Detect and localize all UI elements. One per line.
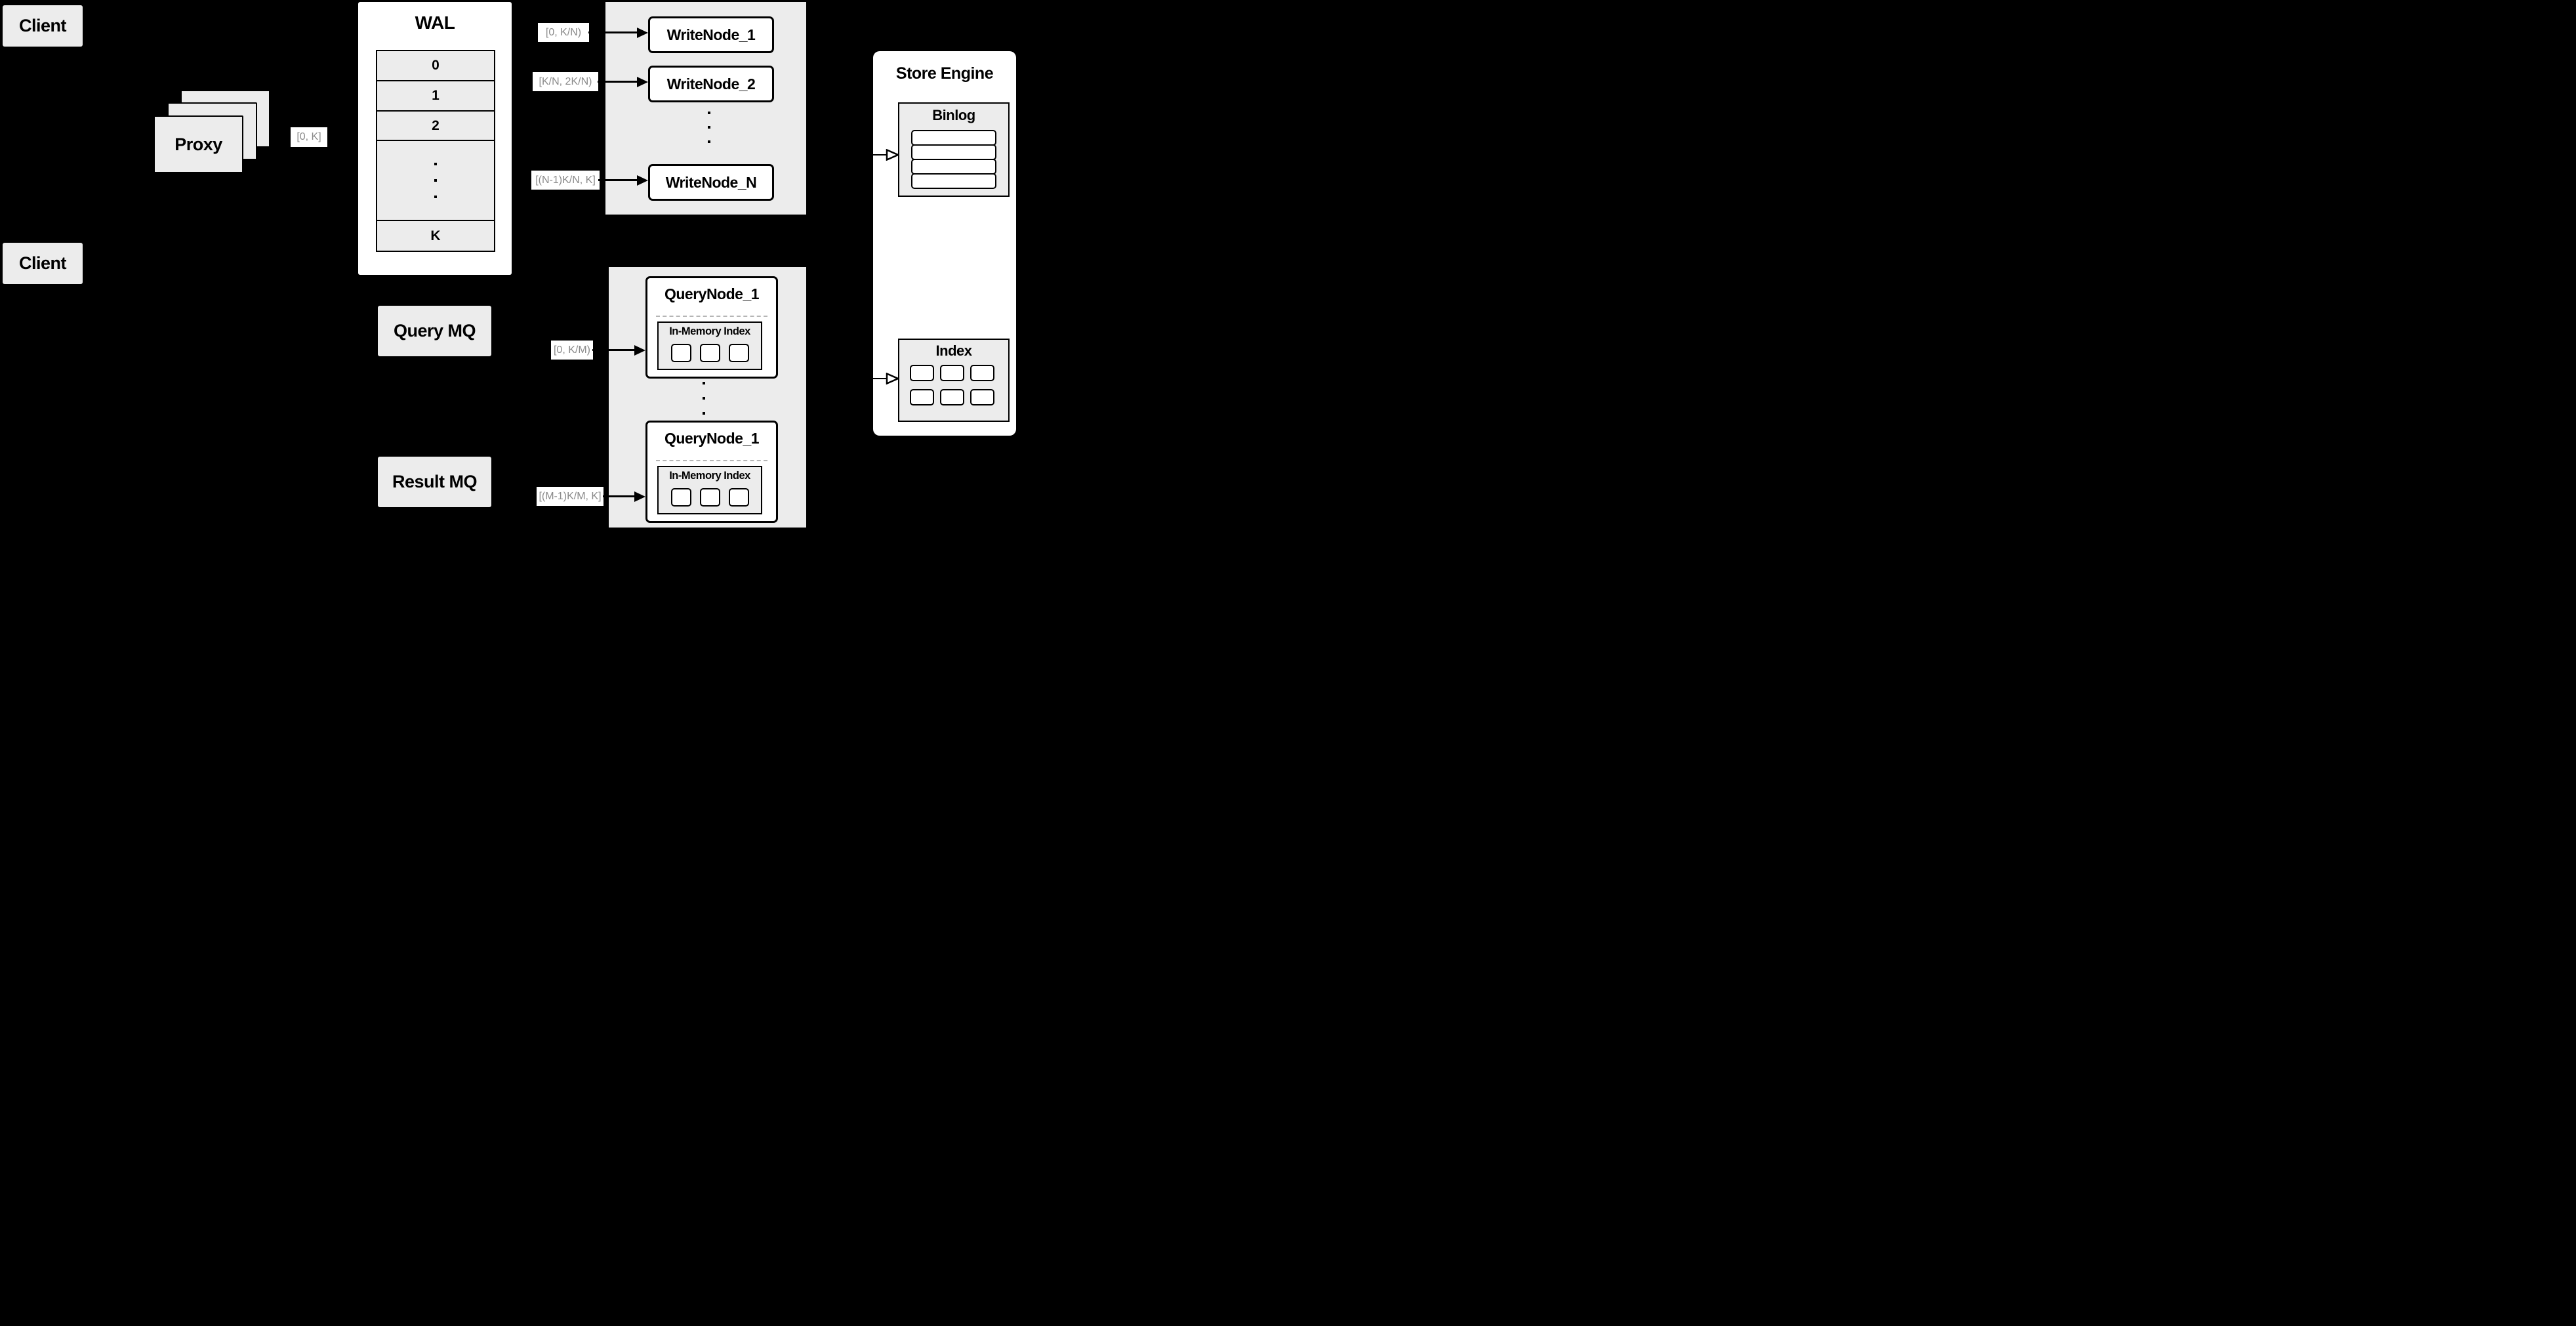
wal-row-k: K — [377, 221, 494, 251]
binlog-title: Binlog — [932, 107, 975, 123]
arrow-binlog-shaft — [873, 154, 888, 156]
index-title: Index — [935, 342, 972, 359]
arrow-write-1-shaft — [588, 31, 638, 34]
in-memory-index-title: In-Memory Index — [669, 325, 750, 337]
wal-row-0: 0 — [377, 51, 494, 81]
hollow-arrow-binlog-icon — [886, 149, 899, 161]
binlog-row — [911, 144, 996, 160]
in-memory-index-title: In-Memory Index — [669, 470, 750, 482]
query-node-top-title: QueryNode_1 — [664, 285, 760, 302]
wal-row-1: 1 — [377, 81, 494, 112]
client-top-box: Client — [3, 5, 83, 47]
binlog-row — [911, 173, 996, 189]
client-bottom-box: Client — [3, 243, 83, 284]
range-label-write-n: [(N-1)K/N, K] — [531, 171, 600, 190]
query-mq-label: Query MQ — [393, 321, 476, 341]
query-node-bottom-divider — [656, 460, 767, 461]
in-memory-index-box: In-Memory Index — [657, 466, 762, 514]
client-bottom-label: Client — [18, 253, 67, 273]
query-node-top-divider — [656, 316, 767, 317]
wal-title: WAL — [415, 12, 455, 33]
binlog-row — [911, 130, 996, 146]
memory-cell — [729, 344, 749, 362]
arrow-index-shaft — [873, 377, 888, 380]
wal-row-2: 2 — [377, 112, 494, 141]
write-node-n: WriteNode_N — [648, 164, 774, 201]
index-cell — [910, 365, 934, 381]
query-node-bottom: QueryNode_1 In-Memory Index — [645, 421, 778, 523]
index-cell — [910, 389, 934, 405]
store-engine-title: Store Engine — [895, 64, 994, 83]
memory-cell — [671, 344, 691, 362]
query-node-top: QueryNode_1 In-Memory Index — [645, 276, 778, 379]
range-label-query-m: [(M-1)K/M, K] — [537, 487, 603, 506]
diagram-canvas: { "colors": { "background": "#000000", "… — [0, 0, 1030, 530]
in-memory-index-box: In-Memory Index — [657, 321, 762, 370]
arrow-query-1-shaft — [592, 348, 636, 352]
memory-cell — [729, 488, 749, 507]
write-node-2: WriteNode_2 — [648, 66, 774, 102]
client-top-label: Client — [18, 16, 67, 35]
index-box: Index — [898, 339, 1010, 422]
arrow-write-2-shaft — [598, 80, 638, 83]
arrow-query-m-head-icon — [634, 491, 645, 502]
binlog-rows — [899, 130, 1008, 189]
query-mq-box: Query MQ — [378, 306, 491, 356]
proxy-label: Proxy — [174, 134, 222, 154]
index-cell — [970, 365, 994, 381]
result-mq-box: Result MQ — [378, 457, 491, 507]
index-cell — [940, 365, 964, 381]
memory-cell — [700, 488, 720, 507]
binlog-row — [911, 159, 996, 175]
index-cell — [940, 389, 964, 405]
range-label-write-1: [0, K/N) — [538, 23, 589, 42]
arrow-write-n-shaft — [598, 178, 638, 182]
hollow-arrow-index-icon — [886, 373, 899, 384]
range-label-proxy-to-wal: [0, K] — [291, 127, 327, 147]
range-label-query-1: [0, K/M) — [551, 341, 593, 360]
memory-cell — [671, 488, 691, 507]
wal-table: 0 1 2 K — [376, 50, 495, 252]
index-cell — [970, 389, 994, 405]
binlog-box: Binlog — [898, 102, 1010, 197]
memory-cell — [700, 344, 720, 362]
write-node-1: WriteNode_1 — [648, 16, 774, 53]
wal-ellipsis-cell — [377, 141, 494, 221]
proxy-card-front: Proxy — [153, 115, 243, 173]
arrow-write-n-head-icon — [637, 175, 648, 186]
range-label-write-2: [K/N, 2K/N) — [533, 72, 598, 91]
result-mq-label: Result MQ — [392, 472, 478, 491]
arrow-write-2-head-icon — [637, 76, 648, 87]
query-node-bottom-title: QueryNode_1 — [664, 430, 760, 447]
arrow-write-1-head-icon — [637, 27, 648, 38]
arrow-query-m-shaft — [603, 495, 636, 498]
arrow-query-1-head-icon — [634, 344, 645, 356]
